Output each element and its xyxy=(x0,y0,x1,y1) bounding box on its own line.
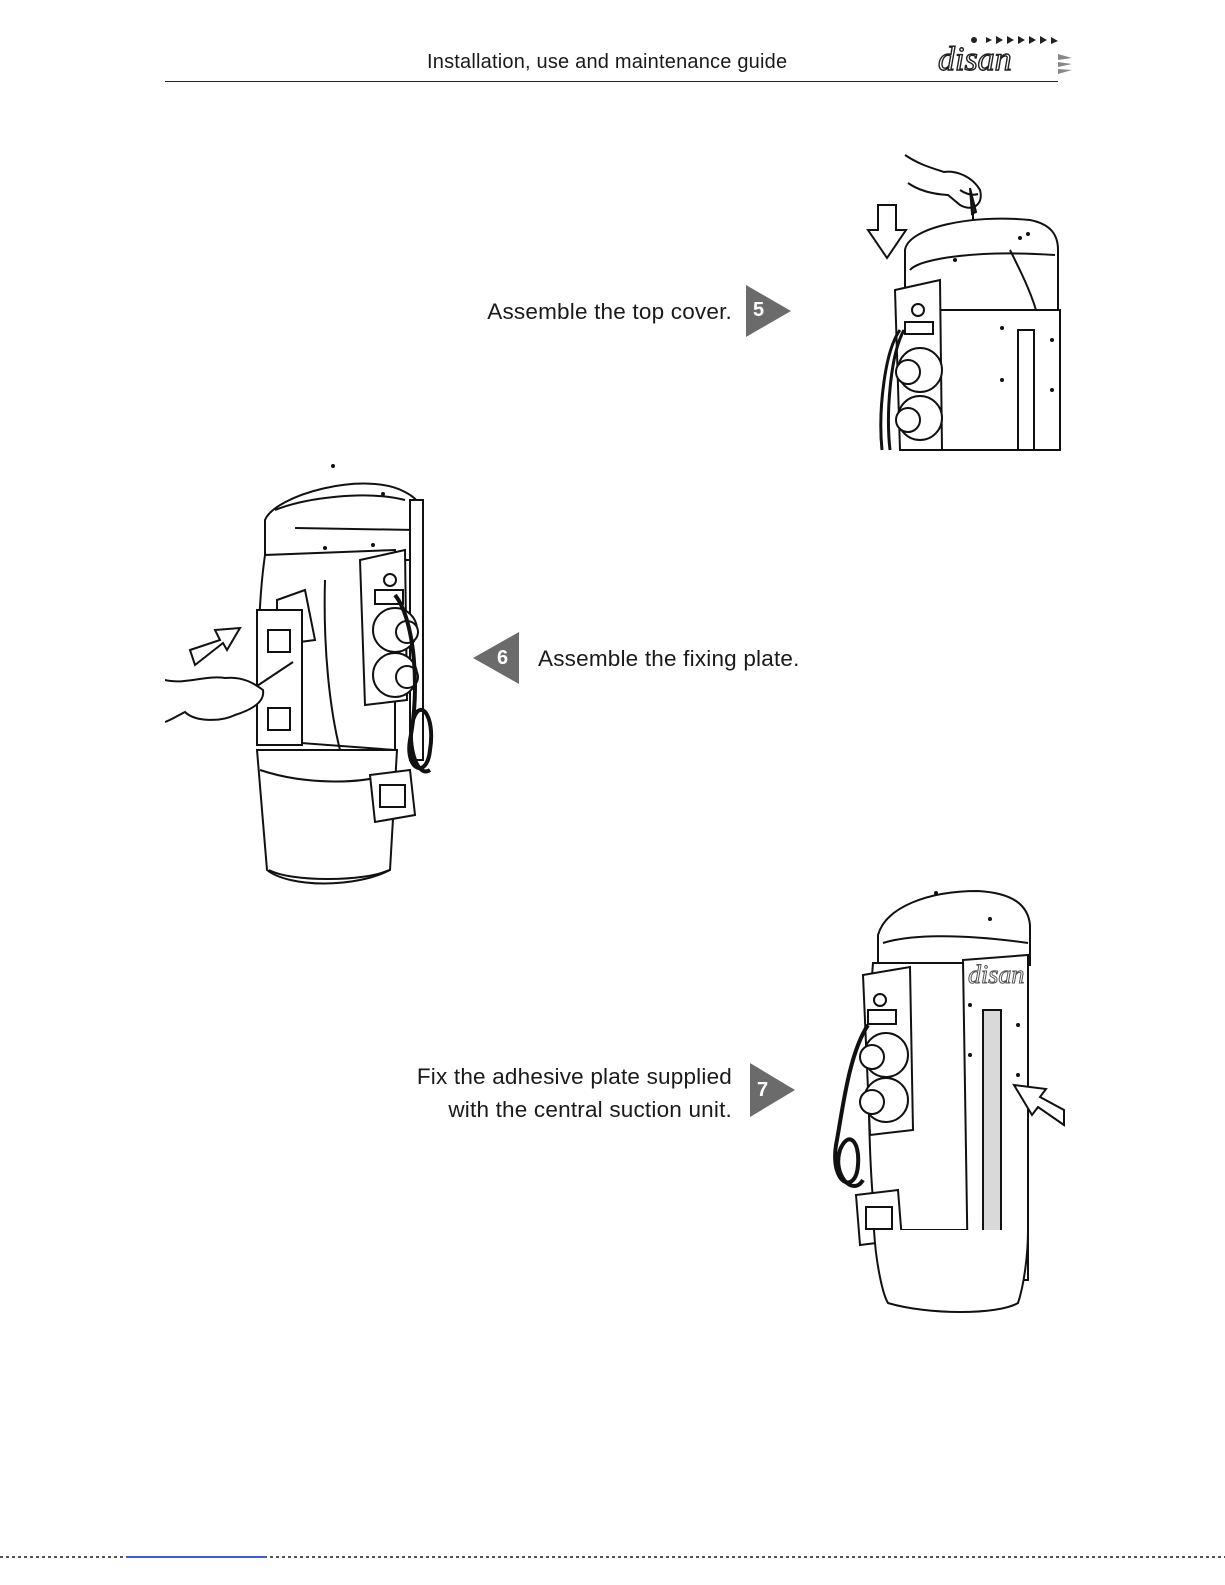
brand-logo: disan xyxy=(934,32,1074,82)
page-header-title: Installation, use and maintenance guide xyxy=(427,51,787,74)
push-arrow-icon xyxy=(190,628,240,665)
down-arrow-icon xyxy=(868,205,906,258)
logo-wordmark: disan xyxy=(938,41,1012,77)
step-7-badge: 7 xyxy=(750,1063,796,1122)
step-7-number: 7 xyxy=(757,1079,768,1102)
unit-brand-mark: disan xyxy=(968,960,1024,989)
header-divider xyxy=(165,81,1058,82)
footer-link-underline xyxy=(126,1556,266,1558)
step-5-line-1: Assemble the top cover. xyxy=(487,295,732,328)
step-5-badge: 5 xyxy=(746,285,792,342)
step-7-line-1: Fix the adhesive plate supplied xyxy=(417,1060,732,1093)
step-5-text: Assemble the top cover. xyxy=(487,295,732,328)
hand-icon xyxy=(905,155,981,208)
step-6-number: 6 xyxy=(497,647,508,670)
step-7-line-2: with the central suction unit. xyxy=(417,1093,732,1126)
step-6-badge: 6 xyxy=(473,632,519,689)
illustration-fixing-plate xyxy=(165,450,455,900)
step-6-text: Assemble the fixing plate. xyxy=(538,642,800,675)
hand-icon xyxy=(165,677,263,722)
illustration-top-cover xyxy=(860,150,1065,460)
step-7-text: Fix the adhesive plate supplied with the… xyxy=(417,1060,732,1126)
illustration-adhesive-plate: disan xyxy=(828,885,1068,1320)
step-6-line-1: Assemble the fixing plate. xyxy=(538,642,800,675)
step-5-number: 5 xyxy=(753,299,764,322)
